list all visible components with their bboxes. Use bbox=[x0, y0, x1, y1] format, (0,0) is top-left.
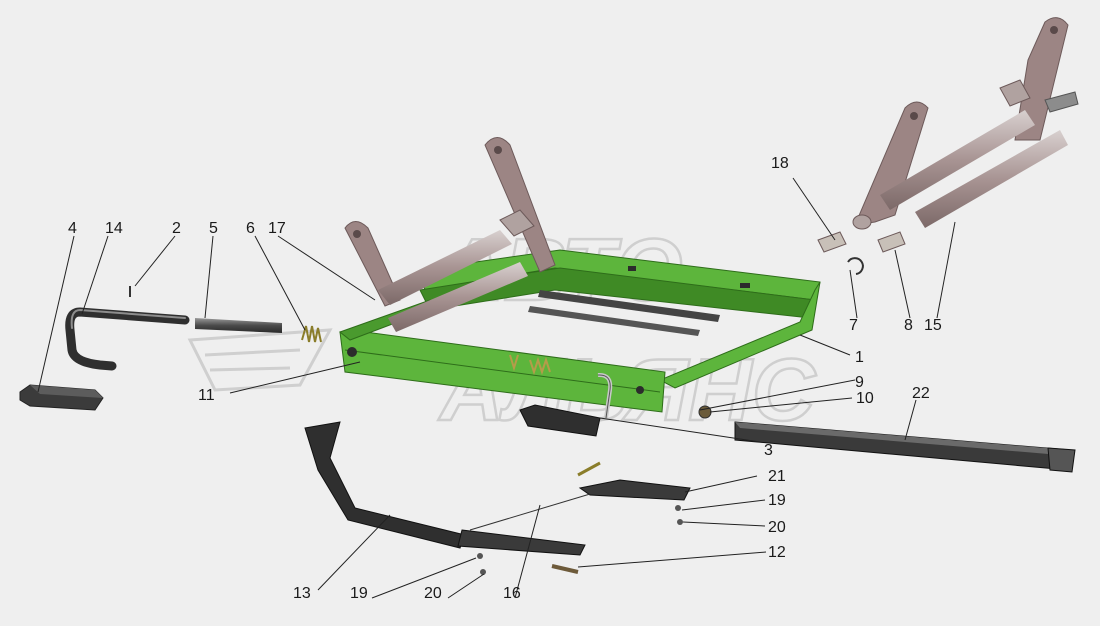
part-20-nut-b bbox=[677, 519, 683, 525]
callout-15: 15 bbox=[924, 317, 942, 334]
watermark-logo bbox=[187, 328, 333, 392]
callout-10: 10 bbox=[856, 390, 874, 407]
callout-22: 22 bbox=[912, 385, 930, 402]
part-4-handle-grip bbox=[19, 384, 104, 411]
part-19-washer-a bbox=[477, 553, 483, 559]
callout-12: 12 bbox=[768, 544, 786, 561]
callout-labels: 4 14 2 5 6 17 18 7 8 15 1 9 10 11 22 3 2… bbox=[68, 155, 942, 602]
part-22-slide-rail bbox=[734, 421, 1076, 473]
part-19-washer-b bbox=[675, 505, 681, 511]
callout-20-right: 20 bbox=[768, 519, 786, 536]
watermark: АВТО АЛЬЯНС bbox=[187, 219, 818, 440]
callout-16: 16 bbox=[503, 585, 521, 602]
callout-3: 3 bbox=[764, 442, 773, 459]
callout-17: 17 bbox=[268, 220, 286, 237]
left-brackets bbox=[344, 137, 556, 332]
callout-9: 9 bbox=[855, 374, 864, 391]
part-6-spring bbox=[301, 325, 322, 343]
callout-18: 18 bbox=[771, 155, 789, 172]
callout-7: 7 bbox=[849, 317, 858, 334]
part-14-bent-rod bbox=[65, 307, 190, 371]
callout-2: 2 bbox=[172, 220, 181, 237]
callout-8: 8 bbox=[904, 317, 913, 334]
part-3-lever bbox=[519, 372, 613, 437]
callout-20-left: 20 bbox=[424, 585, 442, 602]
callout-21: 21 bbox=[768, 468, 786, 485]
part-20-nut-a bbox=[480, 569, 486, 575]
part-21-plate bbox=[578, 479, 691, 501]
part-7-ring bbox=[847, 257, 864, 275]
callout-5: 5 bbox=[209, 220, 218, 237]
callout-4: 4 bbox=[68, 220, 77, 237]
part-16-cable bbox=[469, 493, 591, 531]
part-9-spring-coil bbox=[509, 354, 551, 376]
part-spring-small bbox=[577, 461, 601, 477]
part-5-rod bbox=[195, 318, 282, 333]
callout-19-left: 19 bbox=[350, 585, 368, 602]
callout-11: 11 bbox=[198, 387, 215, 404]
callout-19-right: 19 bbox=[768, 492, 786, 509]
right-brackets bbox=[852, 17, 1079, 230]
callout-13: 13 bbox=[293, 585, 311, 602]
leader-lines bbox=[37, 177, 956, 599]
part-18-bushing bbox=[817, 231, 847, 253]
part-13-bent-lever bbox=[304, 421, 586, 556]
part-12-bolt bbox=[551, 564, 579, 574]
callout-6: 6 bbox=[246, 220, 255, 237]
callout-14: 14 bbox=[105, 220, 123, 237]
callout-1: 1 bbox=[855, 349, 864, 366]
part-8-bolt bbox=[877, 231, 906, 253]
